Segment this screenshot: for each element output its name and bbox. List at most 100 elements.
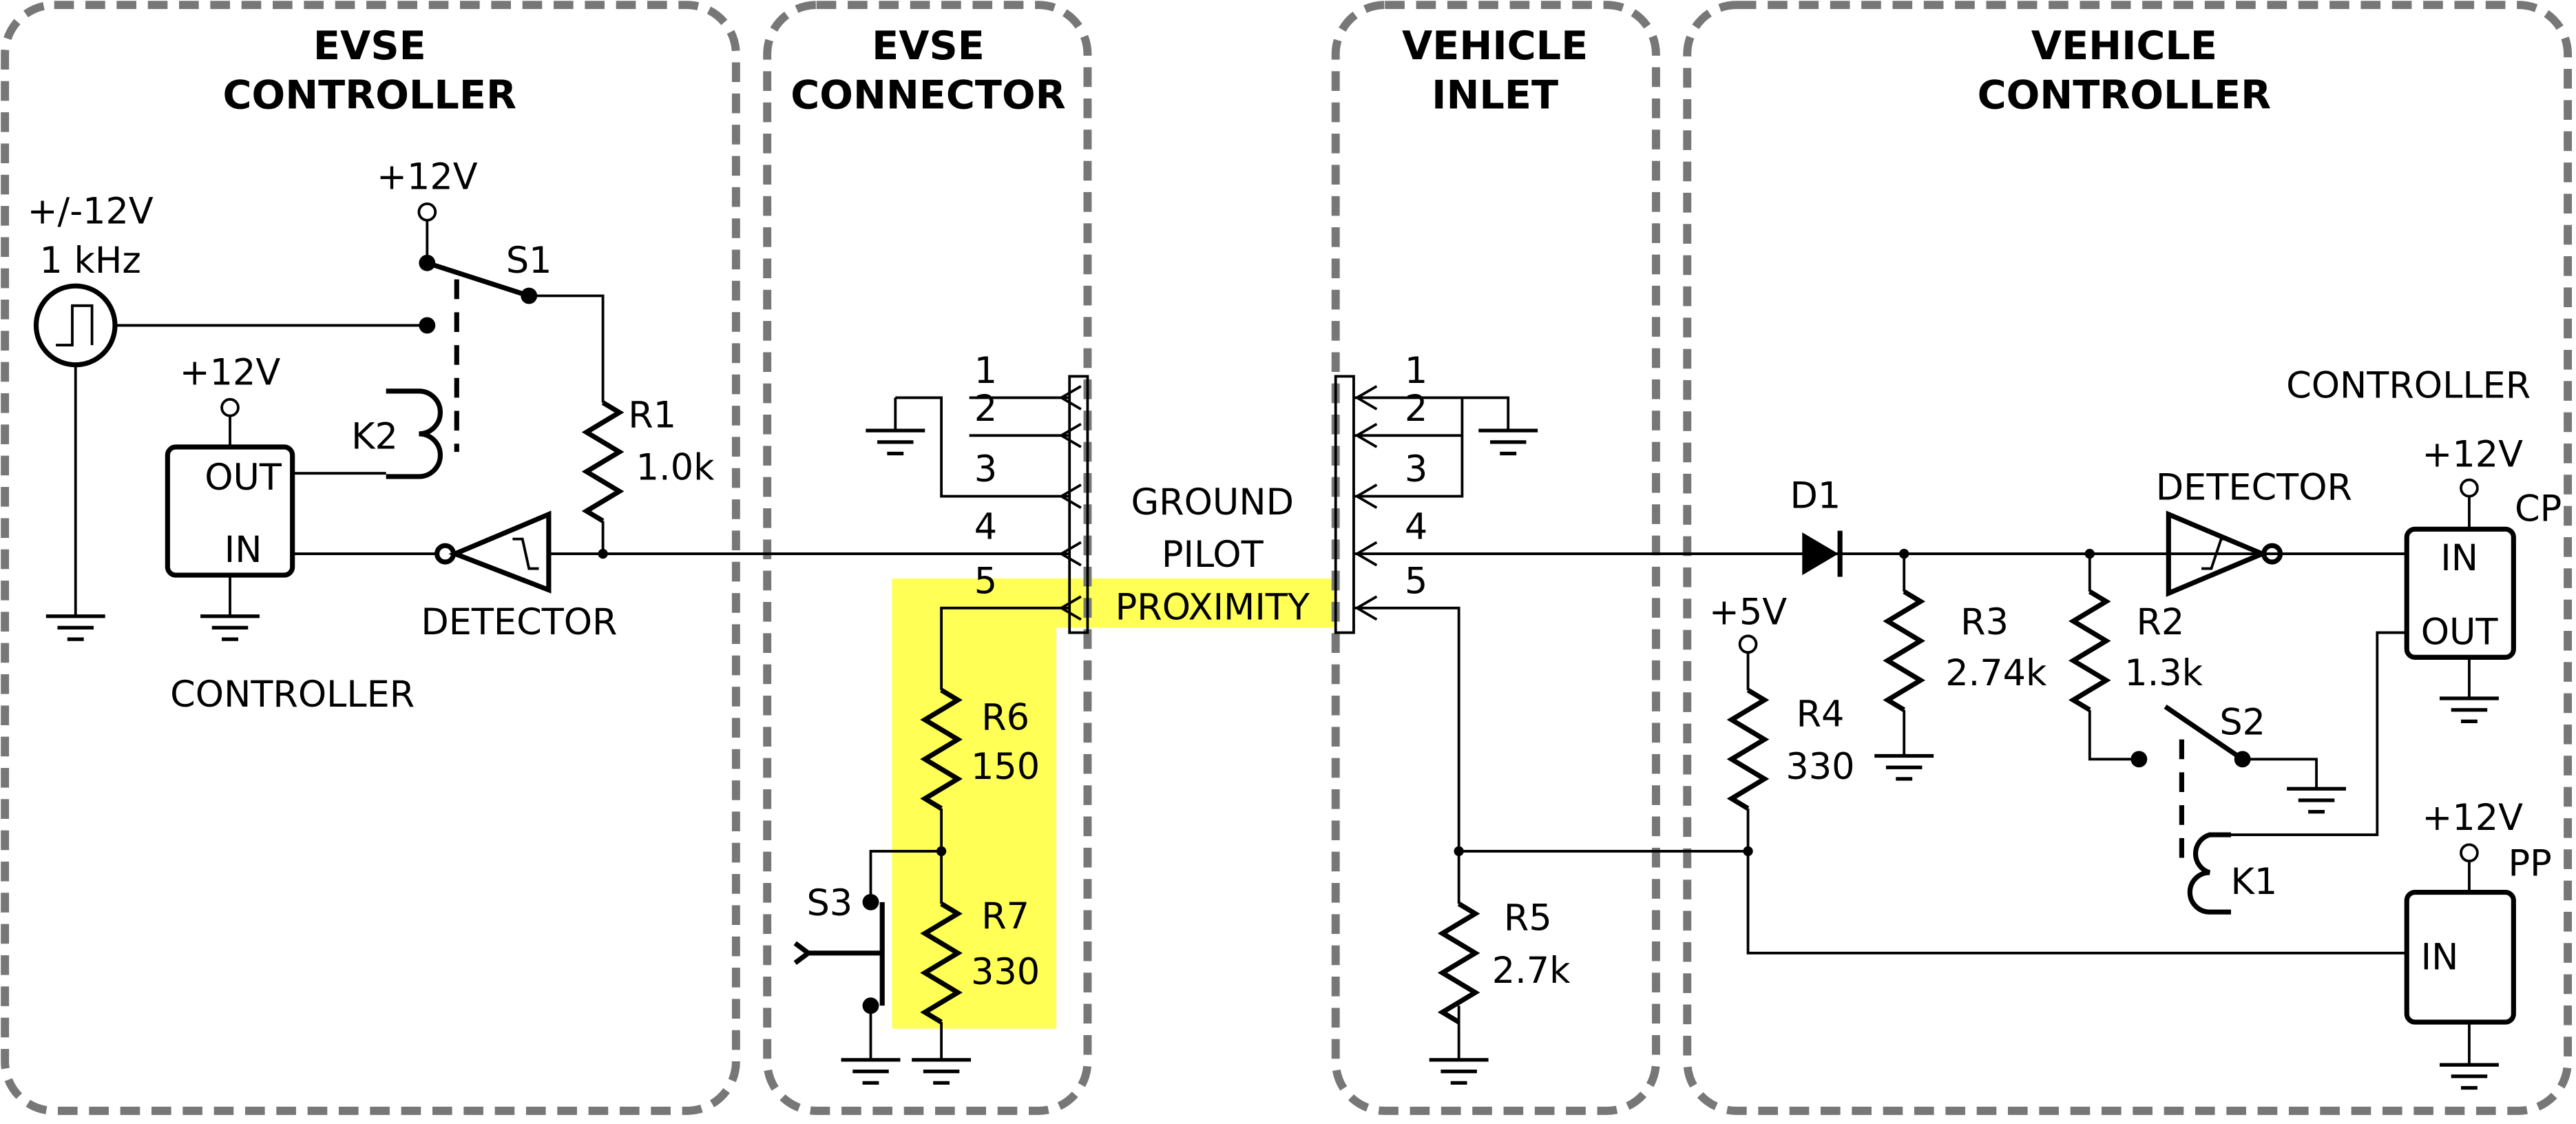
inlet-housing	[1334, 375, 1355, 634]
resistor-r5	[1437, 902, 1480, 1025]
connector-pin-number: 3	[974, 448, 997, 490]
ground-pin-label: GROUND	[1131, 481, 1294, 523]
switch-s2	[2164, 704, 2244, 762]
connector-pin-number: 4	[974, 506, 997, 548]
in-label: IN	[224, 529, 262, 571]
ground-icon	[841, 1058, 901, 1085]
diode-d1	[1802, 532, 1839, 576]
cp-label: CP	[2515, 488, 2562, 530]
ground-icon	[866, 428, 925, 456]
section-title: INLET	[1432, 72, 1558, 118]
supply-label: +12V	[2422, 797, 2523, 839]
connector-pin-number: 5	[974, 560, 997, 602]
section-title: CONNECTOR	[790, 72, 1065, 118]
relay-coil-k1	[2187, 832, 2231, 915]
s1-label: S1	[506, 240, 552, 282]
ground-icon	[912, 1058, 972, 1085]
controller-block	[165, 444, 295, 578]
detector-label: DETECTOR	[421, 601, 617, 643]
connector-pin-contact	[1058, 541, 1082, 567]
inlet-pin-number: 5	[1405, 560, 1427, 602]
r4-label: R4	[1797, 694, 1845, 736]
square-wave-source	[33, 283, 118, 368]
detector-buffer	[448, 510, 552, 594]
connector-pin-number: 1	[974, 350, 997, 392]
r5-value: 2.7k	[1492, 950, 1571, 992]
supply-label: +12V	[180, 351, 281, 393]
section-title: EVSE	[313, 23, 426, 69]
ground-icon	[1478, 428, 1538, 456]
section-title: VEHICLE	[2031, 23, 2217, 69]
resistor-r1	[581, 400, 625, 523]
connector-pin-contact	[1058, 595, 1082, 621]
pilot-pin-label: PILOT	[1162, 534, 1264, 576]
r6-value: 150	[971, 746, 1040, 788]
supply-label: +12V	[2422, 434, 2523, 476]
ground-icon	[2287, 787, 2346, 814]
ground-icon	[2439, 696, 2499, 724]
section-title: VEHICLE	[1402, 23, 1588, 69]
r7-label: R7	[981, 895, 1029, 937]
resistor-r2	[2068, 589, 2111, 712]
inlet-pin-contact	[1354, 541, 1378, 567]
s3-label: S3	[806, 882, 852, 924]
vehicle-controller-label: CONTROLLER	[2286, 364, 2531, 406]
out-label: OUT	[205, 457, 282, 499]
resistor-r3	[1883, 589, 1926, 712]
r1-label: R1	[628, 394, 676, 436]
ground-icon	[200, 614, 260, 641]
inlet-pin-number: 3	[1405, 448, 1427, 490]
section-title: CONTROLLER	[1978, 72, 2272, 118]
connector-pin-contact	[1058, 422, 1082, 448]
switch-s1	[426, 260, 530, 298]
r3-value: 2.74k	[1945, 652, 2047, 694]
ground-icon	[1429, 1058, 1489, 1085]
ground-icon	[1874, 753, 1934, 781]
d1-label: D1	[1790, 475, 1841, 517]
evse-controller-section	[1, 1, 740, 1115]
inlet-pin-contact	[1354, 422, 1378, 448]
inlet-pin-contact	[1354, 385, 1378, 410]
inlet-pin-contact	[1354, 483, 1378, 509]
vehicle-detector-buffer	[2166, 510, 2269, 597]
inlet-pin-number: 4	[1405, 506, 1427, 548]
supply-label: +12V	[377, 156, 478, 198]
source-frequency-label: 1 kHz	[39, 240, 140, 282]
vehicle-inlet-section	[1331, 1, 1660, 1115]
resistor-r4	[1726, 688, 1770, 811]
controller-label: CONTROLLER	[170, 674, 415, 716]
inlet-pin-number: 2	[1405, 388, 1427, 430]
resistor-r7	[920, 902, 963, 1025]
section-title: CONTROLLER	[223, 72, 517, 118]
r5-label: R5	[1504, 897, 1552, 939]
r2-label: R2	[2136, 601, 2184, 643]
connector-pin-contact	[1058, 385, 1082, 410]
r6-label: R6	[981, 696, 1029, 738]
resistor-r6	[920, 688, 963, 811]
source-voltage-label: +/-12V	[28, 191, 154, 233]
ground-icon	[45, 614, 105, 641]
pp-label: PP	[2509, 843, 2552, 885]
inlet-pin-number: 1	[1405, 350, 1427, 392]
evse-connector-section	[763, 1, 1092, 1115]
vehicle-controller-section	[1683, 1, 2573, 1115]
proximity-pin-label: PROXIMITY	[1116, 587, 1310, 629]
supply-label: +5V	[1709, 592, 1787, 634]
ground-icon	[2439, 1063, 2499, 1090]
r4-value: 330	[1786, 746, 1854, 788]
pp-in-label: IN	[2421, 937, 2459, 979]
s2-label: S2	[2219, 702, 2265, 744]
k2-label: K2	[351, 415, 398, 457]
r1-value: 1.0k	[636, 447, 715, 489]
r7-value: 330	[971, 951, 1040, 993]
pp-controller-block	[2404, 889, 2516, 1025]
cp-controller-block	[2404, 526, 2516, 660]
connector-pin-contact	[1058, 483, 1082, 509]
section-title: EVSE	[872, 23, 985, 69]
vehicle-detector-label: DETECTOR	[2156, 466, 2352, 508]
cp-out-label: OUT	[2421, 611, 2499, 653]
r3-label: R3	[1960, 601, 2009, 643]
inlet-pin-contact	[1354, 595, 1378, 621]
connector-pin-number: 2	[974, 388, 997, 430]
cp-in-label: IN	[2440, 537, 2478, 579]
